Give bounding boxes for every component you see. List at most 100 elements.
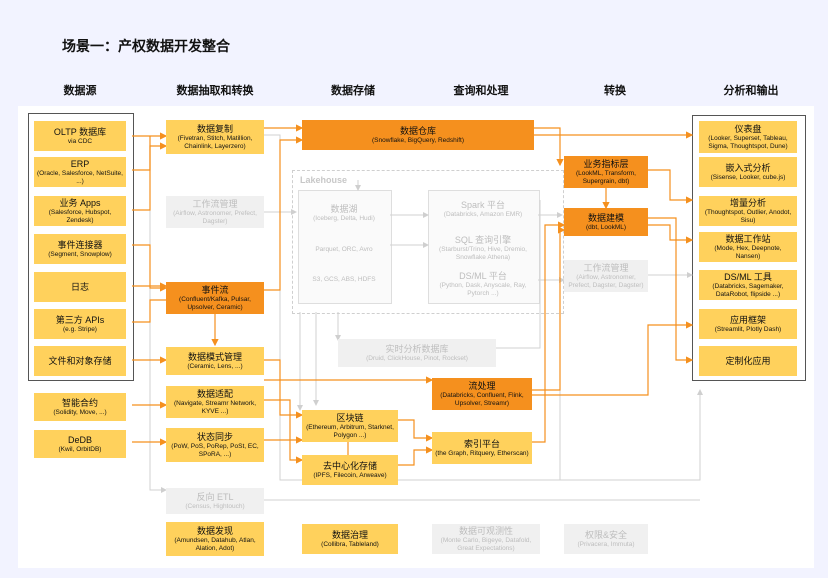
source-desc: (Oracle, Salesforce, NetSuite, ...) bbox=[37, 169, 123, 185]
output-desc: (Databricks, Sagemaker, DataRobot, flips… bbox=[712, 282, 784, 298]
state-sync-box[interactable]: 状态同步(PoW, PoS, PoRep, PoSt, EC, SPoRA, .… bbox=[166, 428, 264, 462]
source-label: 业务 Apps bbox=[59, 197, 101, 208]
data-observability-box[interactable]: 数据可观测性(Monte Carlo, Bigeye, Datafold, Gr… bbox=[432, 524, 540, 554]
data-discovery-label: 数据发现 bbox=[196, 525, 233, 536]
source-label: 日志 bbox=[70, 281, 89, 292]
blockchain-label: 区块链 bbox=[336, 412, 364, 423]
column-header-storage: 数据存储 bbox=[331, 85, 375, 97]
sql-engine-box[interactable]: SQL 查询引擎(Starburst/Trino, Hive, Dremio, … bbox=[432, 232, 534, 264]
data-replication-label: 数据复制 bbox=[196, 123, 233, 134]
diagram-canvas bbox=[18, 106, 814, 568]
data-modeling-desc: (dbt, LookML) bbox=[585, 223, 627, 231]
column-header-output: 分析和输出 bbox=[723, 85, 779, 97]
metrics-layer-box[interactable]: 业务指标层(LookML, Transform, Supergrain, dbt… bbox=[564, 156, 648, 188]
source-desc: (Segment, Snowplow) bbox=[48, 250, 112, 258]
column-header-extract: 数据抽取和转换 bbox=[176, 85, 254, 97]
metrics-layer-label: 业务指标层 bbox=[583, 158, 629, 169]
event-stream-desc: (Confluent/Kafka, Pulsar, Upsolver, Cera… bbox=[179, 295, 251, 311]
source-box-4[interactable]: 日志 bbox=[34, 272, 126, 302]
permissions-security-box[interactable]: 权限&安全(Privacera, Immuta) bbox=[564, 524, 648, 554]
source-box-5[interactable]: 第三方 APIs(e.g. Stripe) bbox=[34, 309, 126, 339]
data-adapter-label: 数据适配 bbox=[196, 388, 233, 399]
transform-workflow-box[interactable]: 工作流管理(Airflow, Astronomer, Prefect, Dags… bbox=[564, 260, 648, 292]
source-label: 事件连接器 bbox=[57, 239, 103, 250]
reverse-etl-desc: (Census, Hightouch) bbox=[185, 502, 245, 510]
realtime-db-desc: (Druid, ClickHouse, Pinot, Rockset) bbox=[366, 354, 468, 362]
realtime-db-label: 实时分析数据库 bbox=[385, 343, 449, 354]
object-store-box[interactable]: S3, GCS, ABS, HDFS bbox=[304, 272, 384, 288]
permissions-security-desc: (Privacera, Immuta) bbox=[577, 540, 635, 548]
data-adapter-box[interactable]: 数据适配(Navigate, Streamr Network, KYVE ...… bbox=[166, 386, 264, 418]
output-label: DS/ML 工具 bbox=[724, 271, 772, 282]
data-observability-label: 数据可观测性 bbox=[458, 525, 513, 536]
data-lake-desc: (Iceberg, Delta, Hudi) bbox=[313, 214, 375, 222]
transform-workflow-desc: (Airflow, Astronomer, Prefect, Dagster, … bbox=[568, 273, 644, 289]
data-warehouse-desc: (Snowflake, BigQuery, Redshift) bbox=[372, 136, 464, 144]
reverse-etl-box[interactable]: 反向 ETL(Census, Hightouch) bbox=[166, 488, 264, 514]
stream-processing-box[interactable]: 流处理(Databricks, Confluent, Flink, Upsolv… bbox=[432, 378, 532, 410]
source-box-6[interactable]: 文件和对象存储 bbox=[34, 346, 126, 376]
data-warehouse-box[interactable]: 数据仓库(Snowflake, BigQuery, Redshift) bbox=[302, 120, 534, 150]
output-box-6[interactable]: 定制化应用 bbox=[699, 346, 797, 376]
output-box-2[interactable]: 增量分析(Thoughtspot, Outlier, Anodot, Sisu) bbox=[699, 196, 797, 226]
event-stream-label: 事件流 bbox=[201, 284, 229, 295]
spark-platform-desc: (Databricks, Amazon EMR) bbox=[443, 210, 523, 218]
blockchain-box[interactable]: 区块链(Ethereum, Arbitrum, Starknet, Polygo… bbox=[302, 410, 398, 442]
output-box-1[interactable]: 嵌入式分析(Sisense, Looker, cube.js) bbox=[699, 157, 797, 187]
data-replication-desc: (Fivetran, Stitch, Matillion, Chainlink,… bbox=[177, 134, 253, 150]
chain-source-box-1[interactable]: DeDB(Kwil, OrbitDB) bbox=[34, 430, 126, 458]
file-format-label: Parquet, ORC, Avro bbox=[315, 246, 373, 253]
decentralized-storage-desc: (IPFS, Filecoin, Arweave) bbox=[313, 471, 387, 479]
workflow-management-box[interactable]: 工作流管理(Airflow, Astronomer, Prefect, Dags… bbox=[166, 196, 264, 228]
source-box-2[interactable]: 业务 Apps(Salesforce, Hubspot, Zendesk) bbox=[34, 196, 126, 226]
index-platform-box[interactable]: 索引平台(the Graph, Ritquery, Etherscan) bbox=[432, 432, 532, 464]
dsml-platform-box[interactable]: DS/ML 平台(Python, Dask, Anyscale, Ray, Py… bbox=[432, 268, 534, 300]
chain-source-label: DeDB bbox=[67, 434, 92, 445]
stream-processing-label: 流处理 bbox=[468, 380, 496, 391]
chain-source-label: 智能合约 bbox=[61, 397, 98, 408]
output-label: 增量分析 bbox=[729, 197, 766, 208]
output-box-4[interactable]: DS/ML 工具(Databricks, Sagemaker, DataRobo… bbox=[699, 270, 797, 300]
data-modeling-box[interactable]: 数据建模(dbt, LookML) bbox=[564, 208, 648, 236]
data-discovery-box[interactable]: 数据发现(Amundsen, Datahub, Atlan, Alation, … bbox=[166, 522, 264, 556]
lakehouse-frame bbox=[292, 170, 564, 314]
spark-platform-box[interactable]: Spark 平台(Databricks, Amazon EMR) bbox=[432, 196, 534, 222]
source-box-3[interactable]: 事件连接器(Segment, Snowplow) bbox=[34, 234, 126, 264]
workflow-management-desc: (Airflow, Astronomer, Prefect, Dagster) bbox=[173, 209, 257, 225]
output-label: 定制化应用 bbox=[725, 355, 771, 366]
output-label: 数据工作站 bbox=[725, 233, 771, 244]
realtime-db-box[interactable]: 实时分析数据库(Druid, ClickHouse, Pinot, Rockse… bbox=[338, 339, 496, 367]
source-label: 文件和对象存储 bbox=[48, 355, 112, 366]
dsml-platform-desc: (Python, Dask, Anyscale, Ray, Pytorch ..… bbox=[439, 281, 527, 297]
source-desc: via CDC bbox=[67, 137, 93, 145]
output-box-0[interactable]: 仪表盘(Looker, Superset, Tableau, Sigma, Th… bbox=[699, 121, 797, 153]
decentralized-storage-label: 去中心化存储 bbox=[322, 460, 377, 471]
index-platform-label: 索引平台 bbox=[463, 438, 500, 449]
data-replication-box[interactable]: 数据复制(Fivetran, Stitch, Matillion, Chainl… bbox=[166, 120, 264, 154]
state-sync-desc: (PoW, PoS, PoRep, PoSt, EC, SPoRA, ...) bbox=[171, 442, 259, 458]
schema-management-label: 数据模式管理 bbox=[187, 351, 242, 362]
sql-engine-desc: (Starburst/Trino, Hive, Dremio, Snowflak… bbox=[439, 245, 527, 261]
output-label: 应用框架 bbox=[729, 314, 766, 325]
output-box-3[interactable]: 数据工作站(Mode, Hex, Deepnote, Nansen) bbox=[699, 232, 797, 262]
data-lake-box[interactable]: 数据湖(Iceberg, Delta, Hudi) bbox=[304, 196, 384, 230]
source-label: OLTP 数据库 bbox=[53, 126, 107, 137]
output-desc: (Sisense, Looker, cube.js) bbox=[710, 173, 786, 181]
lake-group bbox=[298, 190, 392, 304]
dsml-platform-label: DS/ML 平台 bbox=[459, 270, 507, 281]
data-observability-desc: (Monte Carlo, Bigeye, Datafold, Great Ex… bbox=[440, 536, 532, 552]
schema-management-box[interactable]: 数据模式管理(Ceramic, Lens, ...) bbox=[166, 347, 264, 375]
output-label: 仪表盘 bbox=[734, 123, 762, 134]
event-stream-box[interactable]: 事件流(Confluent/Kafka, Pulsar, Upsolver, C… bbox=[166, 282, 264, 314]
output-box-5[interactable]: 应用框架(Streamlit, Plotly Dash) bbox=[699, 309, 797, 339]
output-desc: (Mode, Hex, Deepnote, Nansen) bbox=[714, 244, 782, 260]
chain-source-box-0[interactable]: 智能合约(Solidity, Move, ...) bbox=[34, 393, 126, 421]
column-header-sources: 数据源 bbox=[63, 85, 97, 97]
decentralized-storage-box[interactable]: 去中心化存储(IPFS, Filecoin, Arweave) bbox=[302, 455, 398, 485]
schema-management-desc: (Ceramic, Lens, ...) bbox=[187, 362, 243, 370]
source-box-1[interactable]: ERP(Oracle, Salesforce, NetSuite, ...) bbox=[34, 157, 126, 187]
file-format-box[interactable]: Parquet, ORC, Avro bbox=[304, 242, 384, 258]
data-governance-box[interactable]: 数据治理(Collibra, Tableland) bbox=[302, 524, 398, 554]
